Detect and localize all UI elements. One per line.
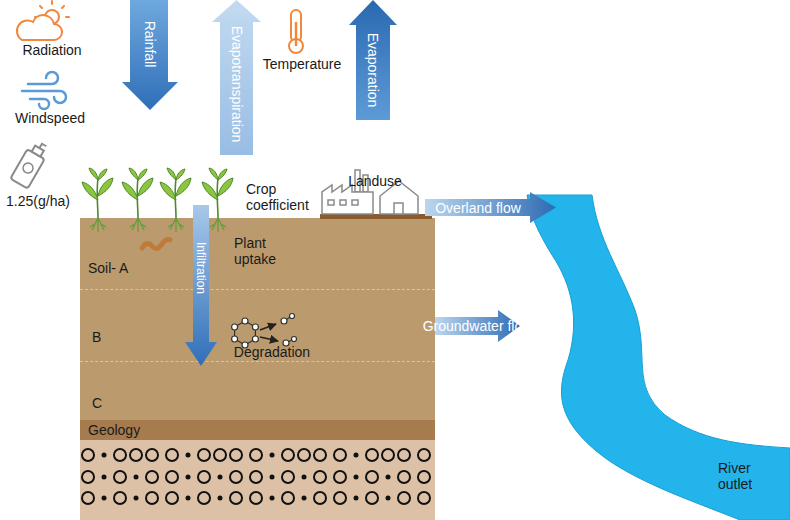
radiation-icon <box>17 1 69 40</box>
reaction-arrow <box>260 324 276 330</box>
infiltration-arrow <box>185 205 217 366</box>
geology-band: Geology <box>80 420 435 440</box>
molecule-ring <box>235 321 256 345</box>
flow-label: Infiltration <box>193 242 209 294</box>
reaction-arrow <box>260 337 278 341</box>
can-cap <box>32 146 44 157</box>
worm-icon <box>142 240 170 249</box>
process-label: Degradation <box>234 344 310 360</box>
node-label: Geology <box>88 422 435 438</box>
factor-label: Crop coefficient <box>246 181 328 213</box>
cloud-symbol <box>17 15 62 40</box>
wind-line <box>28 72 58 84</box>
crop-plant <box>160 168 191 232</box>
node-label: River outlet <box>718 460 776 492</box>
window <box>340 200 346 205</box>
flux-label: Evaporation <box>365 33 381 108</box>
soil-layer: C <box>80 362 435 420</box>
flux-label: Rainfall <box>142 21 158 68</box>
gravel-texture <box>80 440 435 520</box>
factory-body <box>322 185 373 214</box>
evaporation-arrow <box>349 0 397 120</box>
rainfall-arrow <box>122 0 178 110</box>
thermometer-level <box>295 22 298 46</box>
window <box>352 200 358 205</box>
evapotranspiration-arrow <box>212 0 261 155</box>
wind-icon <box>22 72 66 109</box>
factor-label: Landuse <box>348 173 402 189</box>
node-label: B <box>92 329 435 345</box>
can-symbol <box>21 161 35 175</box>
overland-flow-arrow <box>425 192 556 223</box>
bedrock-layer <box>80 440 435 520</box>
wind-line <box>30 99 49 109</box>
factor-label: Radiation <box>22 42 81 58</box>
flux-label: Evapotranspiration <box>229 26 245 143</box>
factor-label: Temperature <box>263 56 342 72</box>
node-label: C <box>92 395 435 411</box>
factor-label: Windspeed <box>15 110 85 126</box>
river-shape: River outlet <box>520 190 790 520</box>
door <box>394 203 403 214</box>
flow-label: Groundwater flow <box>423 318 533 334</box>
window <box>328 200 334 205</box>
thermometer-icon <box>289 10 303 53</box>
flow-label: Overland flow <box>435 200 521 216</box>
product-molecule <box>281 314 297 347</box>
atoms <box>232 318 259 348</box>
wind-line <box>22 91 66 103</box>
spray-can-icon <box>10 139 50 189</box>
crop-plant <box>82 168 113 232</box>
application-rate: 1.25(g/ha) <box>6 193 70 209</box>
can-nozzle <box>40 144 47 151</box>
molecule-icon <box>232 314 297 349</box>
river-water <box>527 195 790 520</box>
process-label: Plant uptake <box>234 235 294 267</box>
crop-plant <box>122 168 153 232</box>
